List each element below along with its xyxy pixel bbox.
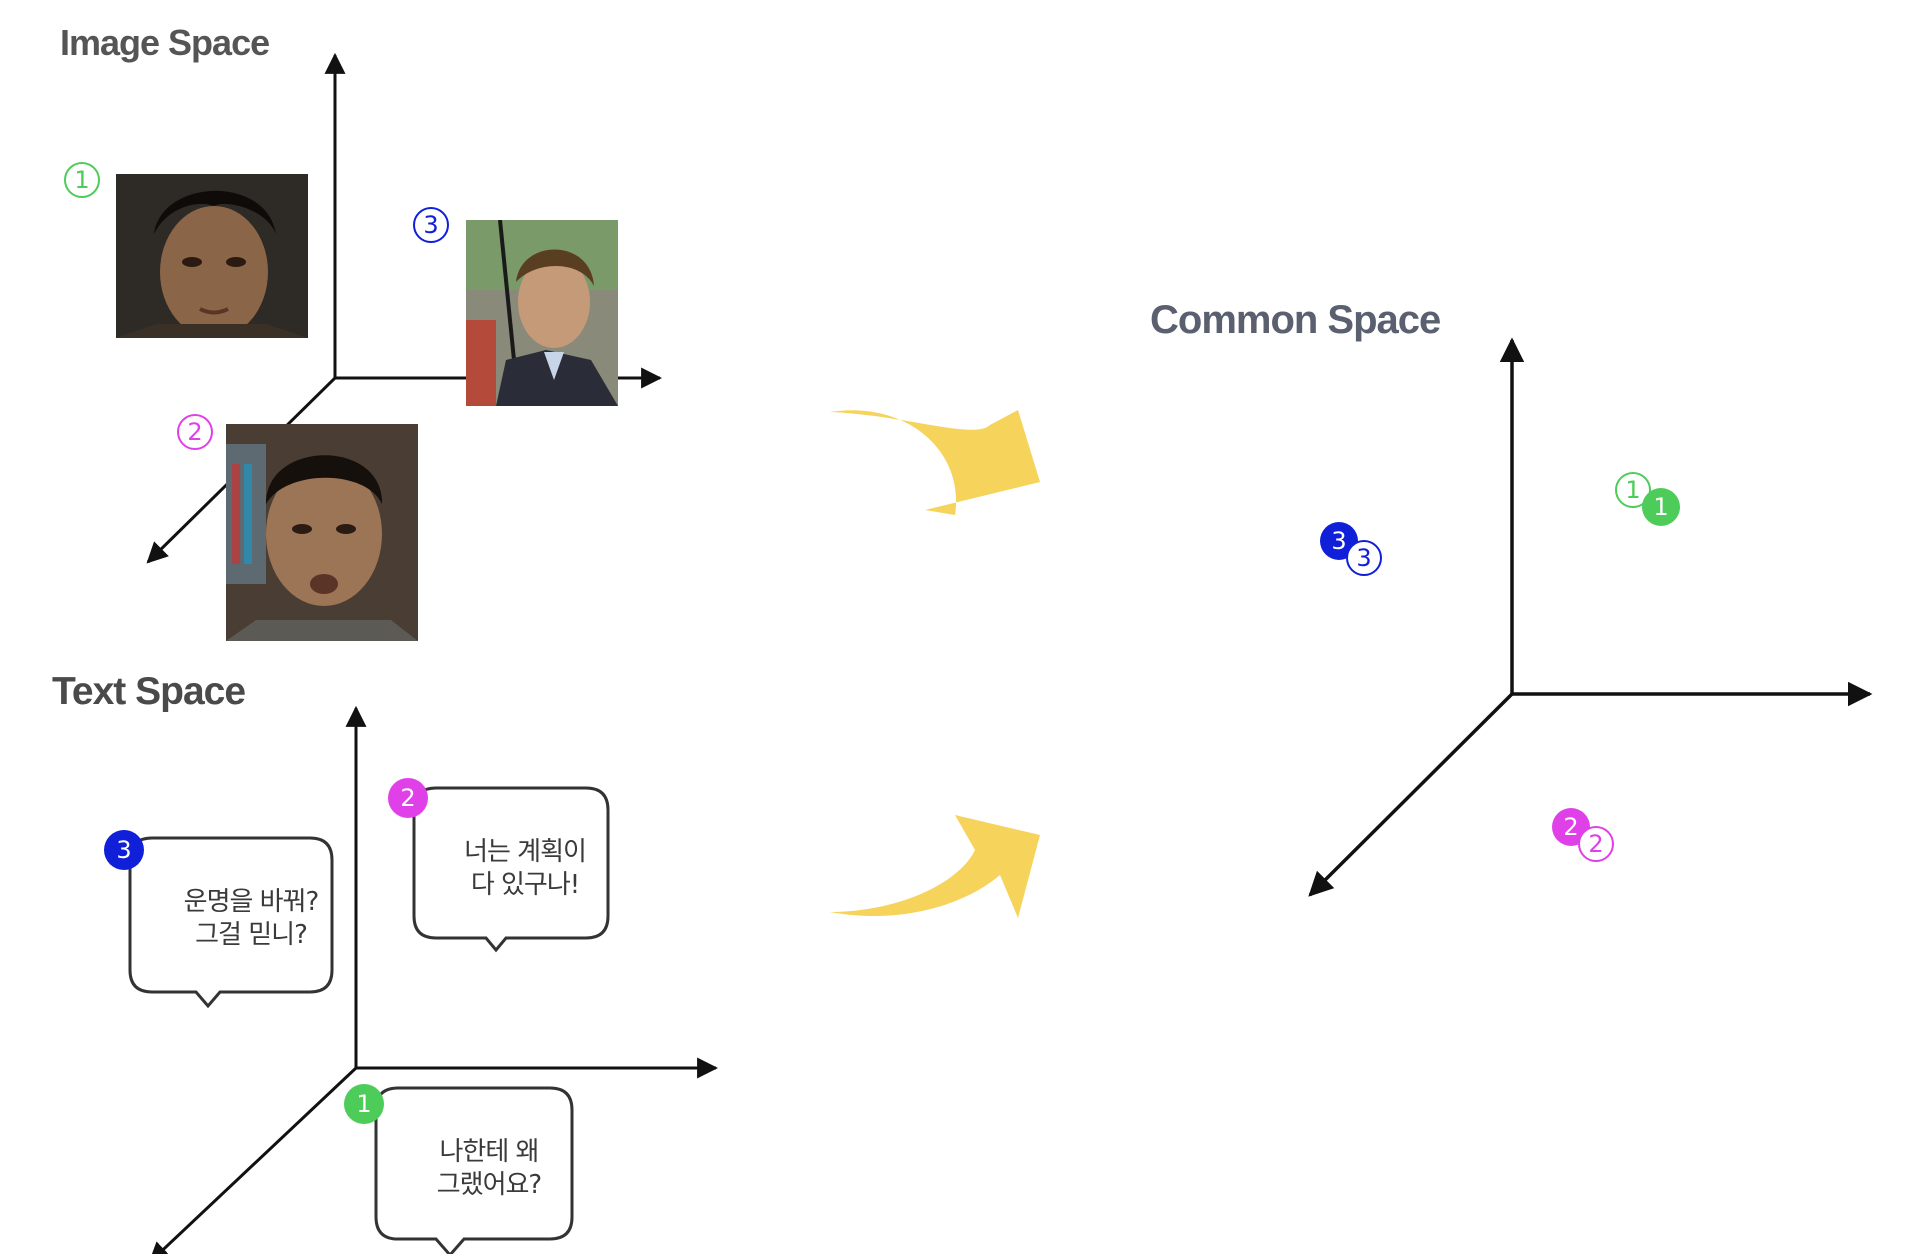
- face-photo-1: [116, 174, 308, 338]
- bubble-1-line-1: 나한테 왜: [439, 1137, 540, 1167]
- text-marker-1: 1: [344, 1084, 384, 1124]
- common-space-axes: [1308, 337, 1873, 897]
- bubble-text-2: 너는 계획이 다 있구나!: [440, 836, 610, 902]
- common-text-marker-1: 1: [1642, 488, 1680, 526]
- bubble-2-line-1: 너는 계획이: [464, 837, 587, 867]
- image-space-title: Image Space: [60, 22, 270, 63]
- text-space-title: Text Space: [52, 670, 246, 713]
- image-marker-1: 1: [64, 162, 100, 198]
- common-axis-z: [1308, 692, 1514, 897]
- upper-arrow: [830, 410, 1040, 515]
- bubble-3-line-2: 그걸 믿니?: [195, 920, 308, 950]
- common-space-title: Common Space: [1150, 298, 1441, 342]
- text-marker-2: 2: [388, 778, 428, 818]
- image-marker-2: 2: [177, 414, 213, 450]
- lower-arrow: [830, 815, 1040, 918]
- text-space-axes: [148, 705, 719, 1254]
- bubble-text-1: 나한테 왜 그랬어요?: [404, 1136, 574, 1202]
- text-marker-3: 3: [104, 830, 144, 870]
- bubble-text-3: 운명을 바꿔? 그걸 믿니?: [166, 886, 336, 952]
- text-axis-z: [148, 1066, 358, 1254]
- bubble-3-line-1: 운명을 바꿔?: [183, 887, 320, 917]
- face-photo-2: [226, 424, 418, 641]
- common-image-marker-2: 2: [1578, 826, 1614, 862]
- bubble-2-line-2: 다 있구나!: [470, 870, 580, 900]
- image-marker-3: 3: [413, 207, 449, 243]
- common-image-marker-3: 3: [1346, 540, 1382, 576]
- bubble-1-line-2: 그랬어요?: [436, 1170, 542, 1200]
- face-photo-3: [466, 220, 618, 406]
